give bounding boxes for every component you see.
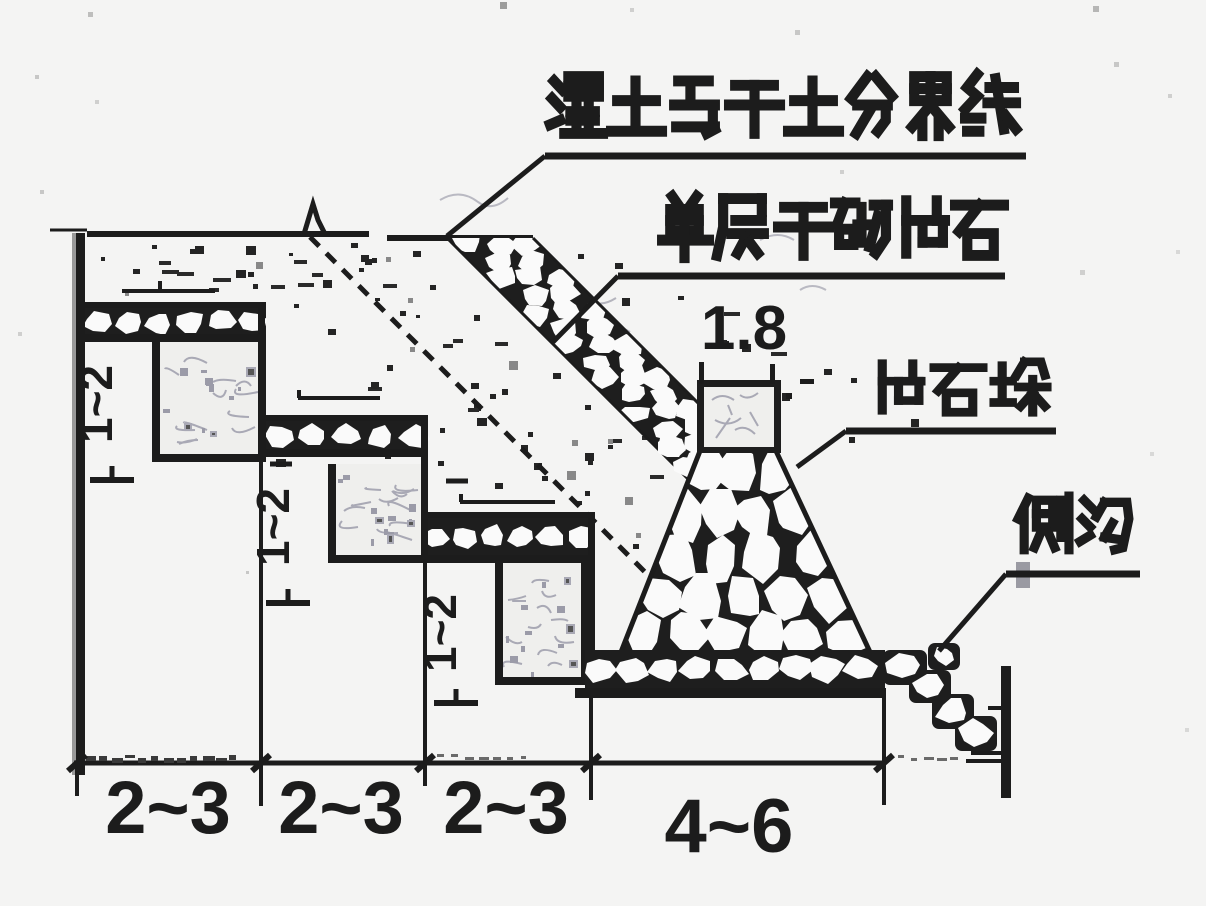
svg-text:2~3: 2~3 [278, 766, 404, 849]
svg-text:1~2: 1~2 [70, 365, 122, 443]
svg-text:1.8: 1.8 [701, 294, 787, 363]
svg-text:2~3: 2~3 [105, 766, 231, 849]
svg-text:1~2: 1~2 [247, 488, 299, 566]
svg-text:2~3: 2~3 [443, 766, 569, 849]
svg-text:4~6: 4~6 [665, 784, 794, 869]
svg-text:1~2: 1~2 [414, 594, 466, 672]
